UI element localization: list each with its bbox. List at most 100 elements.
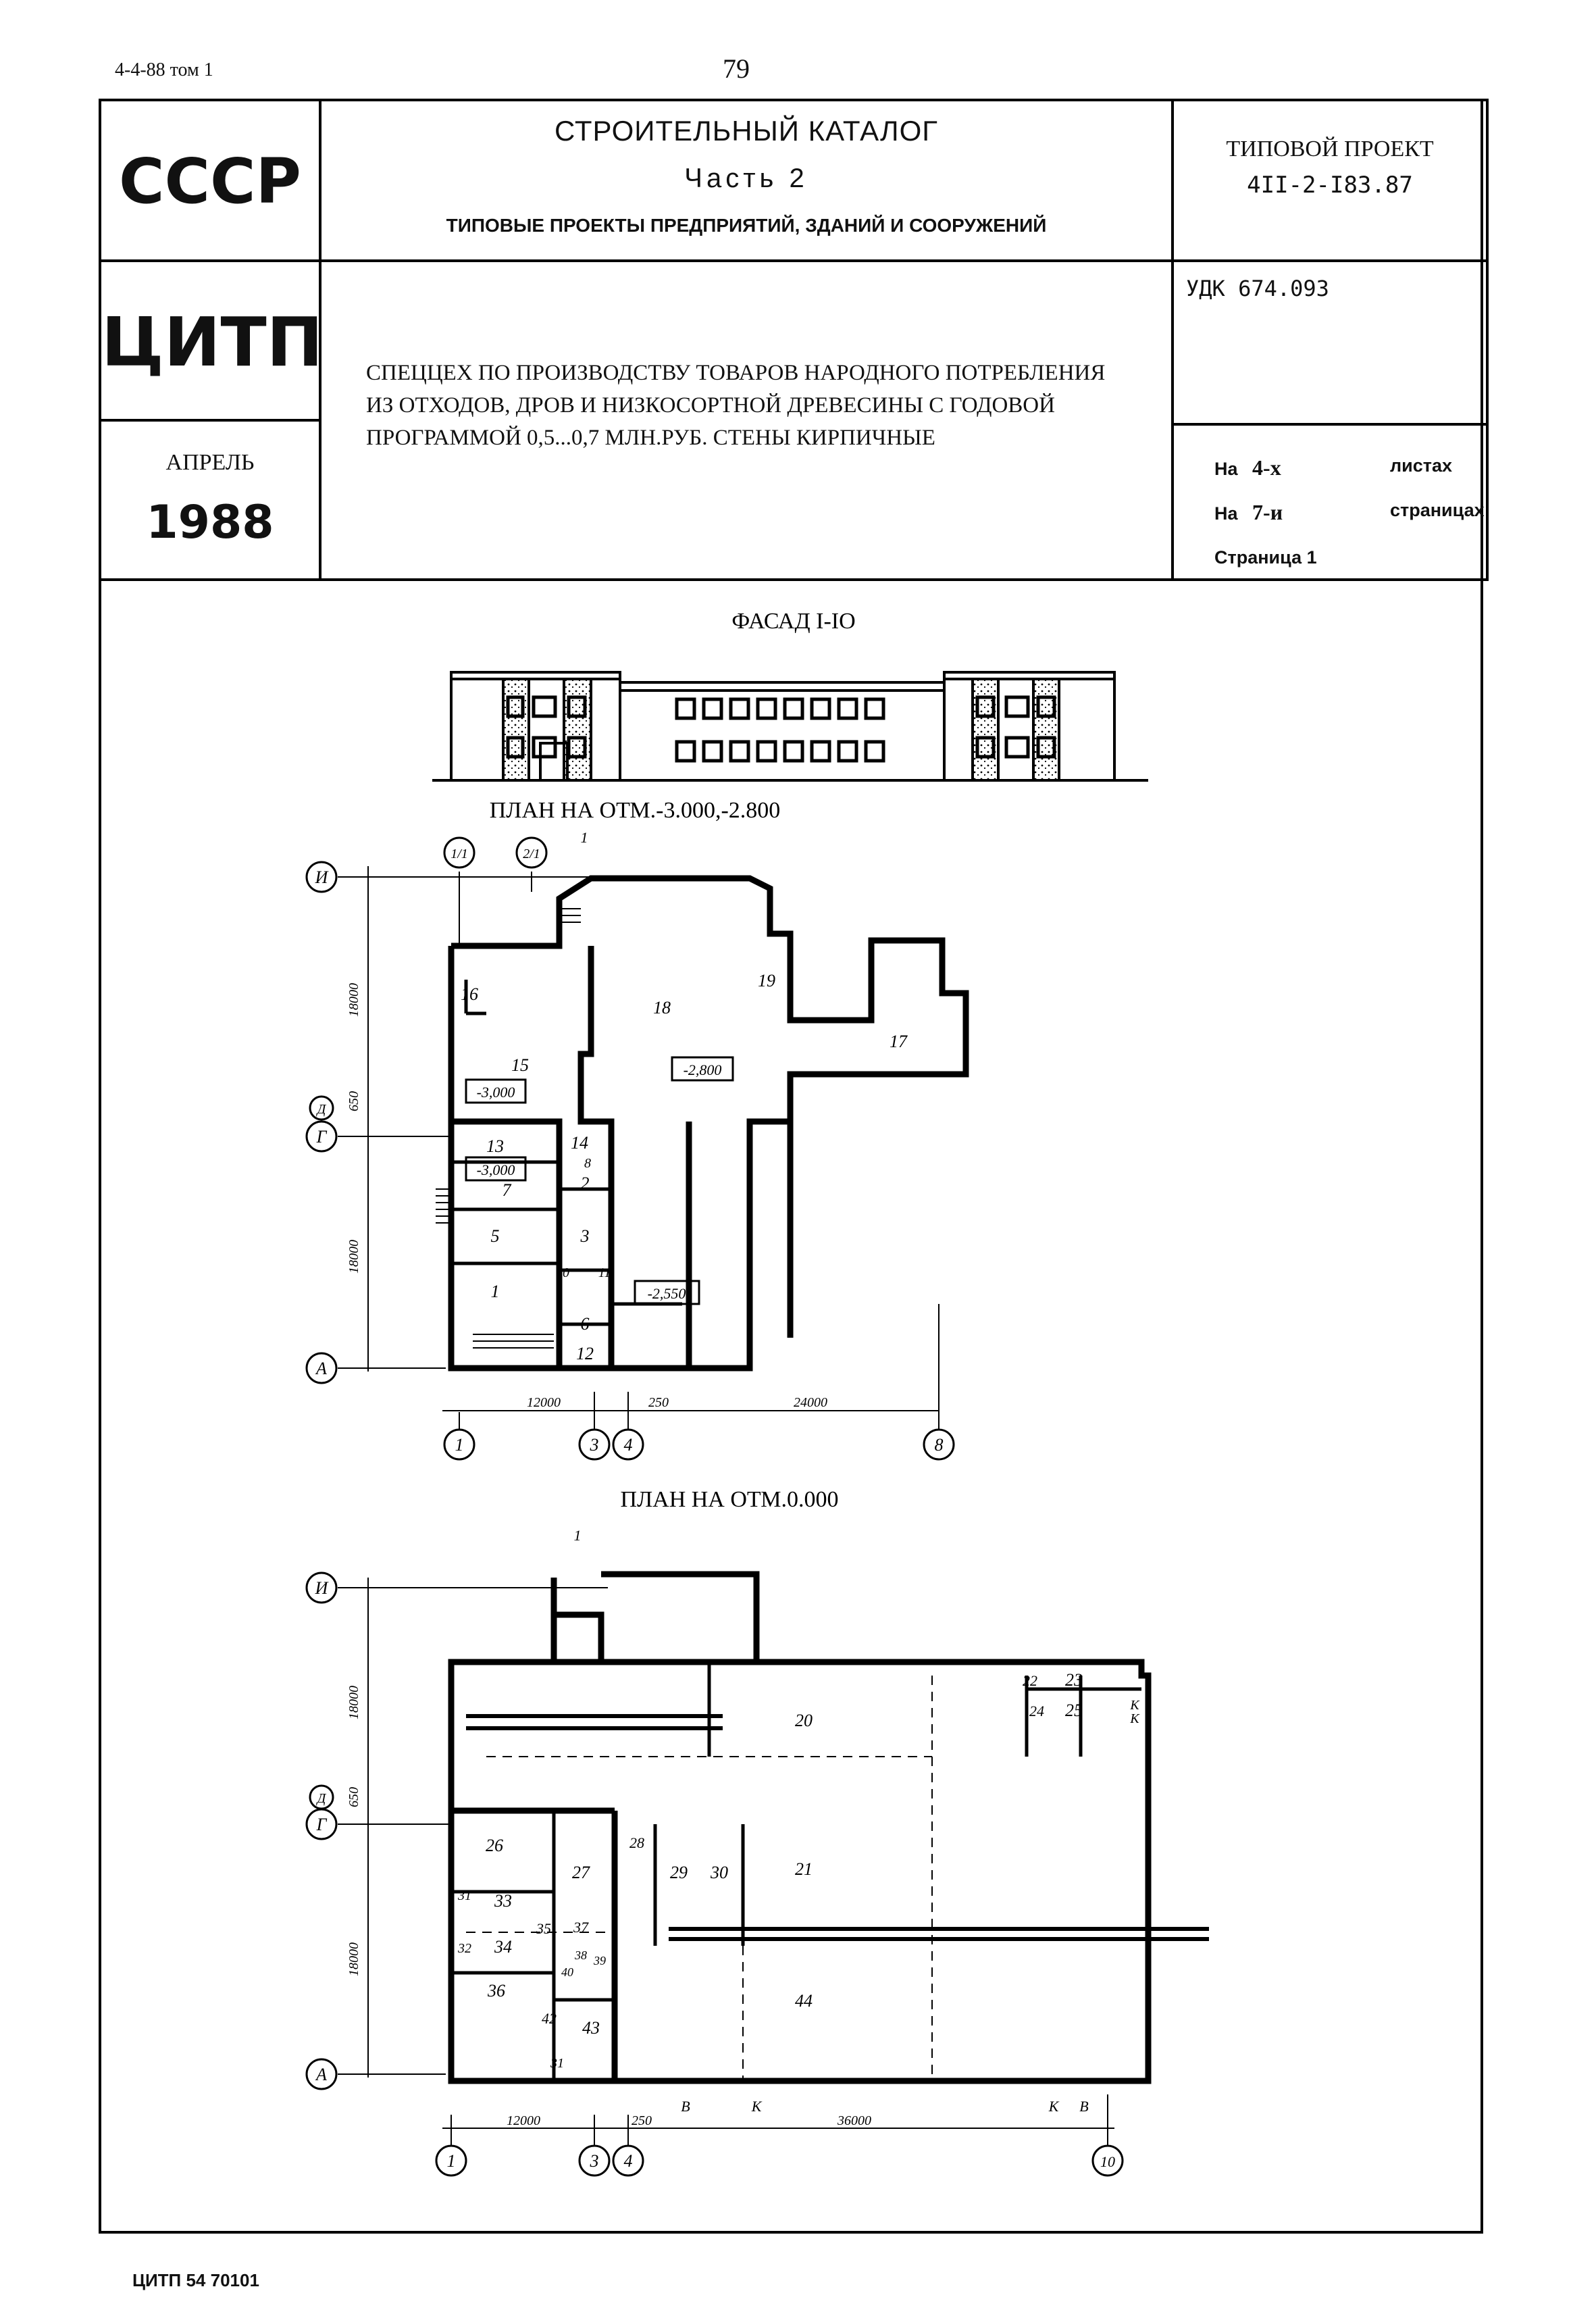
project-code: 4II-2-I83.87 (1247, 172, 1413, 199)
project-label: ТИПОВОЙ ПРОЕКТ (1226, 136, 1434, 161)
plan1-room-7: 7 (503, 1180, 512, 1200)
plan2-room-32: 32 (457, 1941, 471, 1956)
year: 1988 (146, 496, 274, 549)
plan1-room-6: 6 (581, 1314, 590, 1334)
plan2-axis-col-10: 10 (1100, 2153, 1115, 2170)
plan1-top-mark-1: 1/1 (451, 847, 468, 861)
plan2-room-42: 42 (542, 2010, 557, 2027)
pages-prefix: На (1214, 503, 1238, 524)
plan2-axis-row-i: И (315, 1578, 329, 1598)
catalog-title: СТРОИТЕЛЬНЫЙ КАТАЛОГ (554, 115, 939, 147)
month: АПРЕЛЬ (165, 450, 255, 475)
plan1-room-13a: 13 (486, 1136, 504, 1156)
plan1-level-2: -2,800 (684, 1061, 722, 1078)
org-ussr: СССР (119, 145, 301, 218)
plan1-dim-h-2: 250 (648, 1395, 669, 1410)
description-line-2: ИЗ ОТХОДОВ, ДРОВ И НИЗКОСОРТНОЙ ДРЕВЕСИН… (366, 393, 1055, 418)
plan2-title: ПЛАН НА ОТМ.0.000 (621, 1487, 839, 1512)
plan1-section-mark: 1 (581, 829, 588, 846)
plan1 (305, 836, 969, 1461)
page-number: 79 (723, 53, 750, 84)
plan1-room-5: 5 (491, 1226, 500, 1246)
sheets-prefix: На (1214, 459, 1238, 479)
plan1-room-12: 12 (576, 1344, 594, 1363)
plan1-dim-h-1: 12000 (527, 1395, 561, 1410)
plan2-room-40: 40 (561, 1965, 573, 1979)
plan2-room-35: 35 (536, 1920, 551, 1937)
plan2 (305, 1571, 1209, 2177)
plan1-axis-row-d: Д (316, 1102, 327, 1117)
plan2-axis-row-a: А (315, 2065, 327, 2084)
plan1-room-2: 2 (581, 1174, 590, 1193)
plan2-room-25: 25 (1065, 1701, 1083, 1720)
sheets-label: листах (1390, 455, 1453, 476)
plan2-axis-col-3: 3 (590, 2151, 599, 2171)
plan2-dim-v-3: 18000 (346, 1942, 361, 1976)
plan2-marker-k1: К (1129, 1698, 1140, 1713)
plan1-top-mark-2: 2/1 (523, 847, 540, 861)
plan1-dim-v-3: 18000 (346, 1240, 361, 1274)
plan2-marker-v1: В (681, 2098, 690, 2115)
plan1-title: ПЛАН НА ОТМ.-3.000,-2.800 (490, 798, 781, 823)
plan2-room-31: 31 (457, 1888, 471, 1903)
sheet-frame: СССР ЦИТП АПРЕЛЬ 1988 СТРОИТЕЛЬНЫЙ КАТАЛ… (99, 99, 1489, 2234)
plan2-room-24: 24 (1029, 1703, 1044, 1719)
plan2-axis-col-1: 1 (447, 2151, 456, 2171)
page-label: Страница 1 (1214, 547, 1317, 568)
plan2-dim-h-2: 250 (632, 2113, 652, 2128)
plan2-room-39: 39 (593, 1954, 606, 1967)
description-line-1: СПЕЦЦЕХ ПО ПРОИЗВОДСТВУ ТОВАРОВ НАРОДНОГ… (366, 361, 1106, 385)
facade-title: ФАСАД I-IO (731, 609, 855, 634)
plan1-level-1: -3,000 (477, 1084, 515, 1101)
plan1-axis-row-a: А (315, 1359, 327, 1378)
plan2-dim-h-3: 36000 (837, 2113, 871, 2128)
udk-code: УДК 674.093 (1186, 276, 1329, 301)
plan1-labels: И Д Г А 1 3 4 8 1/1 2/1 18000 650 18000 … (315, 829, 944, 1455)
plan1-room-15: 15 (511, 1055, 529, 1075)
plan2-marker-k2: К (1129, 1711, 1140, 1726)
plan1-room-8: 8 (584, 1156, 591, 1171)
plan2-room-30: 30 (710, 1863, 728, 1882)
plan2-room-28: 28 (629, 1834, 644, 1851)
plan2-room-21: 21 (795, 1859, 813, 1879)
plan1-room-11: 11 (598, 1265, 611, 1280)
plan2-room-33: 33 (494, 1891, 512, 1911)
plan1-axis-col-1: 1 (455, 1435, 464, 1455)
plan1-dim-v-1: 18000 (346, 983, 361, 1017)
plan1-axis-row-i: И (315, 867, 329, 887)
catalog-part: Часть 2 (684, 164, 808, 193)
plan2-marker-k3: К (751, 2098, 763, 2115)
plan2-room-22: 22 (1023, 1672, 1037, 1689)
project-description: СПЕЦЦЕХ ПО ПРОИЗВОДСТВУ ТОВАРОВ НАРОДНОГ… (366, 357, 1105, 454)
plan2-room-37: 37 (573, 1919, 589, 1936)
plan2-marker-v2: В (1079, 2098, 1088, 2115)
plan2-room-27: 27 (572, 1863, 590, 1882)
plan1-room-16: 16 (461, 984, 478, 1004)
plan1-room-10: 10 (556, 1265, 569, 1280)
plan1-axis-row-g: Г (316, 1127, 328, 1147)
plan2-dim-v-1: 18000 (346, 1686, 361, 1719)
plan1-room-1: 1 (491, 1282, 500, 1301)
pages-value: 7-и (1252, 500, 1283, 524)
plan1-room-19: 19 (758, 971, 775, 990)
plan2-labels: И Д Г А 1 3 4 10 18000 650 18000 12000 2… (315, 1527, 1141, 2171)
plan2-axis-row-d: Д (316, 1791, 327, 1806)
org-cell-ussr: СССР (99, 99, 321, 262)
plan2-marker-k4: К (1048, 2098, 1060, 2115)
plan2-room-43: 43 (582, 2018, 600, 2038)
plan1-room-17a: 17 (890, 1032, 908, 1051)
description-line-3: ПРОГРАММОЙ 0,5...0,7 МЛН.РУБ. СТЕНЫ КИРП… (366, 426, 935, 450)
plan2-room-31b: 31 (550, 2056, 564, 2071)
plan1-dim-v-2: 650 (346, 1091, 361, 1111)
plan1-level-3: -3,000 (477, 1161, 515, 1178)
sheets-cell: На 4-х листах На 7-и страницах Страница … (1171, 423, 1489, 581)
plan2-room-36: 36 (487, 1981, 505, 2001)
pages-label: страницах (1390, 500, 1485, 520)
plan2-room-34: 34 (494, 1937, 512, 1957)
volume-label: 4-4-88 том 1 (115, 59, 213, 80)
facade (432, 671, 1148, 782)
footer-code: ЦИТП 54 70101 (132, 2270, 259, 2290)
plan2-room-44: 44 (795, 1991, 813, 2011)
plan1-room-18: 18 (653, 998, 671, 1017)
